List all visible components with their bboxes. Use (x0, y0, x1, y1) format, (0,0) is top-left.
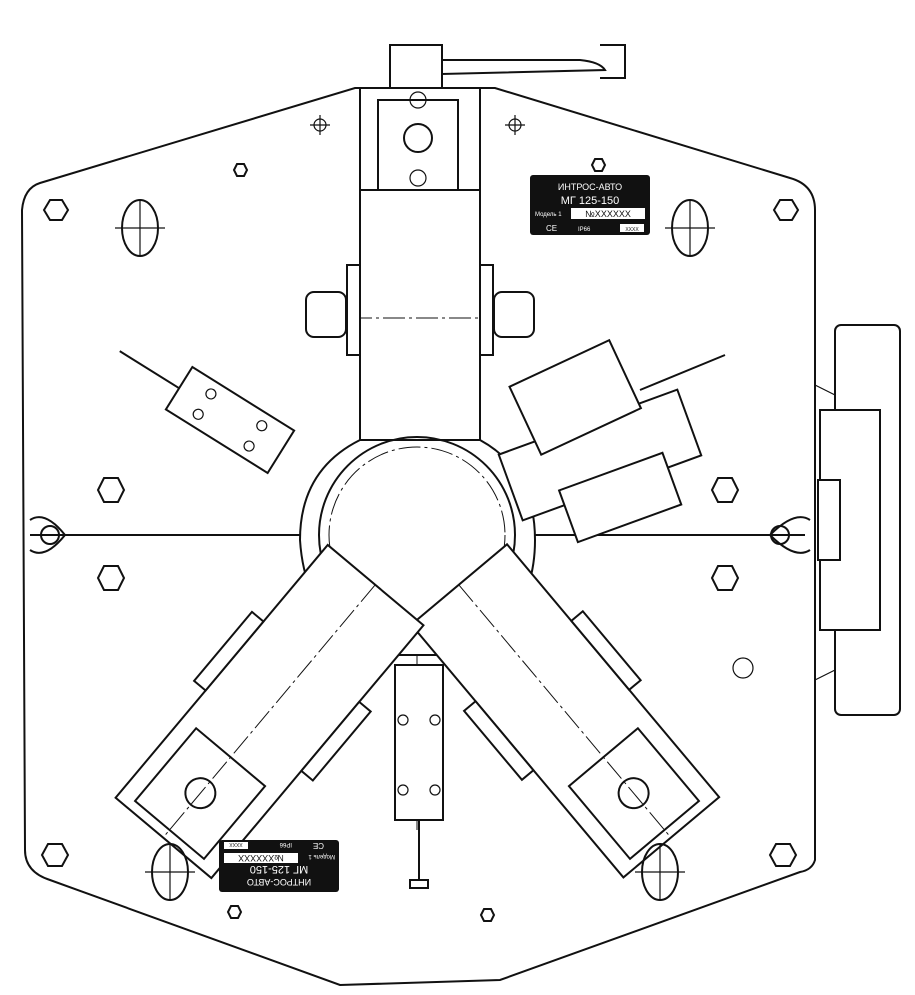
nameplate-badge: XXXX (229, 841, 243, 847)
right-drive-unit (497, 338, 726, 544)
mounting-slots (115, 199, 715, 901)
nameplate-ce: CE (546, 224, 557, 233)
nameplate-serial: №XXXXXX (238, 853, 284, 863)
top-handle (389, 44, 626, 91)
side-holes (29, 115, 811, 679)
lower-left-clamp-arm (409, 542, 721, 879)
nameplate-company: ИНТРОС-АВТО (558, 182, 622, 192)
side-motor-box (814, 324, 901, 716)
nameplate-label: Модель 1 (308, 853, 335, 859)
upper-left-guide (119, 350, 296, 475)
nameplate-company: ИНТРОС-АВТО (247, 877, 311, 887)
nameplate-label: Модель 1 (535, 212, 562, 218)
top-clamp-arm (305, 87, 535, 444)
nameplate-badge: XXXX (625, 227, 639, 233)
nameplate-bottom: ИНТРОС-АВТО МГ 125-150 Модель 1 №XXXXXX … (219, 840, 339, 892)
nameplate-serial: №XXXXXX (585, 209, 631, 219)
nameplate-ce: CE (313, 841, 324, 850)
hex-bolts (40, 158, 800, 922)
bottom-guide (394, 664, 444, 889)
nameplate-ip: IP66 (279, 841, 292, 847)
nameplate-top: ИНТРОС-АВТО МГ 125-150 Модель 1 №XXXXXX … (530, 175, 650, 235)
nameplate-model: МГ 125-150 (250, 863, 309, 875)
lower-right-clamp-arm (114, 543, 425, 880)
nameplate-model: МГ 125-150 (561, 195, 620, 207)
nameplate-ip: IP66 (578, 227, 591, 233)
